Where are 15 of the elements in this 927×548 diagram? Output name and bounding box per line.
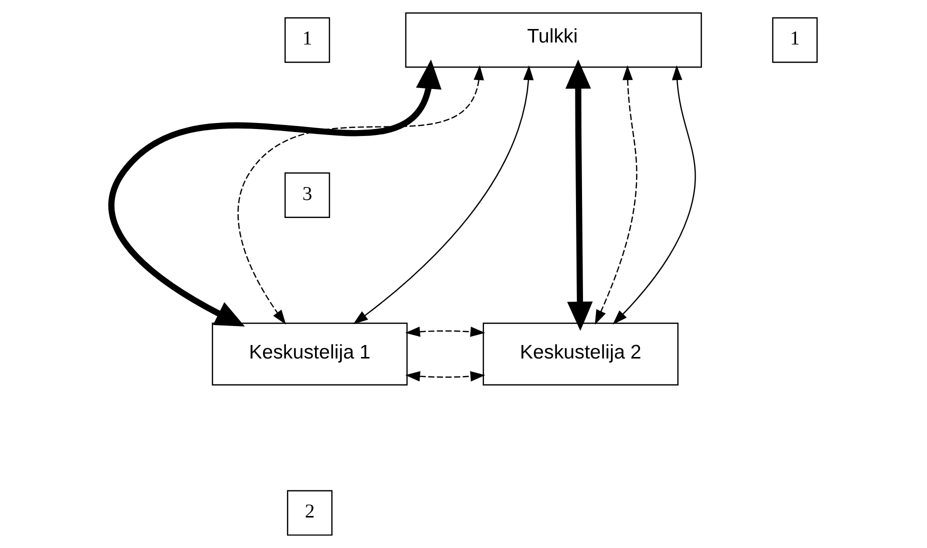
node-box: 2: [286, 490, 332, 536]
node-box: 3: [284, 172, 330, 218]
node-box: 1: [772, 17, 818, 63]
arrow: [352, 65, 534, 324]
node-box: 1: [284, 17, 330, 63]
node-box: Tulkki: [404, 12, 702, 68]
arrow: [404, 371, 485, 382]
arrow: [108, 59, 441, 327]
node-box: Keskustelija 1: [211, 322, 408, 386]
arrow: [594, 65, 637, 325]
node-box: Keskustelija 2: [482, 322, 678, 386]
arrow: [404, 326, 485, 337]
arrow: [612, 65, 696, 325]
arrow: [564, 59, 592, 331]
arrow: [237, 65, 484, 325]
